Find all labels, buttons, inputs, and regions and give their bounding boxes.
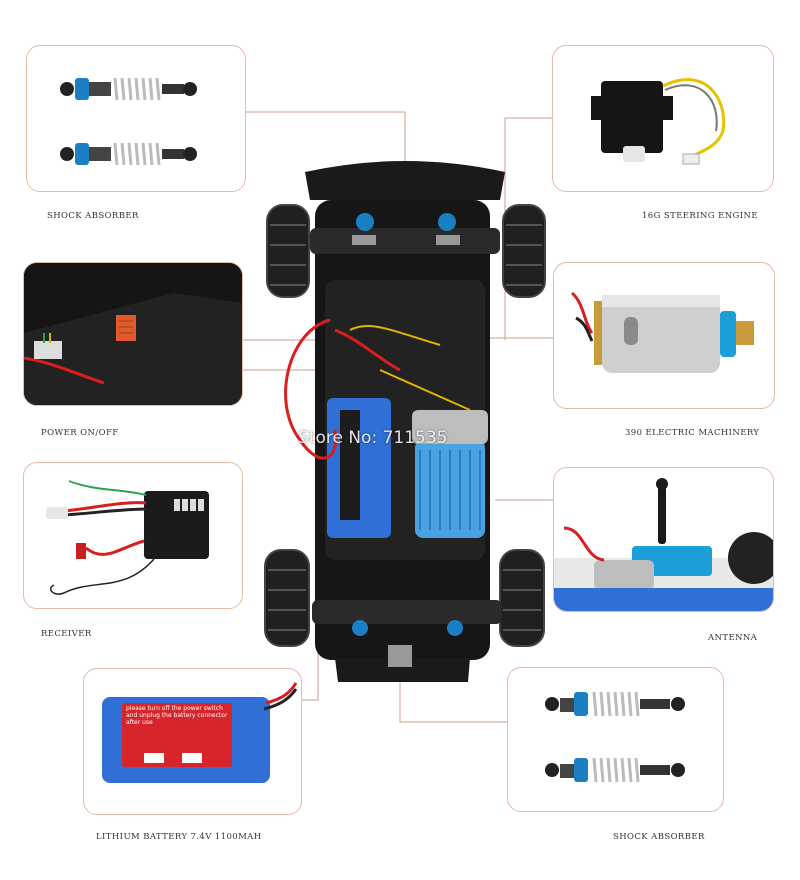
- shock-absorber-image-2: [545, 691, 685, 783]
- wheel-rear-left: [264, 549, 310, 647]
- label-shock-absorber-top: SHOCK ABSORBER: [47, 211, 139, 221]
- front-shock-right: [438, 213, 456, 231]
- battery-warning-sticker: please turn off the power switch and unp…: [126, 705, 228, 726]
- shock-absorber-image: [60, 77, 197, 166]
- receiver-image: [46, 480, 209, 595]
- battery-image: [102, 682, 298, 783]
- panel-shock-absorber-bottom: [507, 667, 724, 812]
- label-antenna: ANTENNA: [708, 633, 758, 643]
- rear-shock-right: [447, 620, 463, 636]
- rc-car-chassis: [264, 161, 546, 682]
- label-power: POWER ON/OFF: [41, 428, 119, 438]
- rear-bumper: [335, 658, 470, 682]
- store-watermark: Store No: 711535: [298, 428, 448, 448]
- panel-steering-engine: [552, 45, 774, 192]
- motor-image: [570, 291, 754, 373]
- antenna-image: [554, 478, 773, 611]
- antenna-icon: [658, 482, 666, 544]
- label-shock-absorber-bottom: SHOCK ABSORBER: [613, 832, 705, 842]
- label-motor: 390 ELECTRIC MACHINERY: [625, 428, 760, 438]
- rear-shock-left: [352, 620, 368, 636]
- panel-battery: please turn off the power switch and unp…: [83, 668, 302, 815]
- front-bumper: [305, 161, 505, 200]
- panel-power-switch: [23, 262, 243, 406]
- panel-shock-absorber-top: [26, 45, 246, 192]
- label-steering-engine: 16G STEERING ENGINE: [642, 211, 758, 221]
- panel-motor: [553, 262, 775, 409]
- panel-antenna: [553, 467, 774, 612]
- wheel-front-left: [266, 204, 310, 298]
- wheel-front-right: [502, 204, 546, 298]
- front-shock-left: [356, 213, 374, 231]
- label-receiver: RECEIVER: [41, 629, 92, 639]
- servo-image: [591, 78, 726, 165]
- power-switch-image: [24, 263, 242, 405]
- panel-receiver: [23, 462, 243, 609]
- label-battery: LITHIUM BATTERY 7.4V 1100MAH: [96, 832, 262, 842]
- wheel-rear-right: [499, 549, 545, 647]
